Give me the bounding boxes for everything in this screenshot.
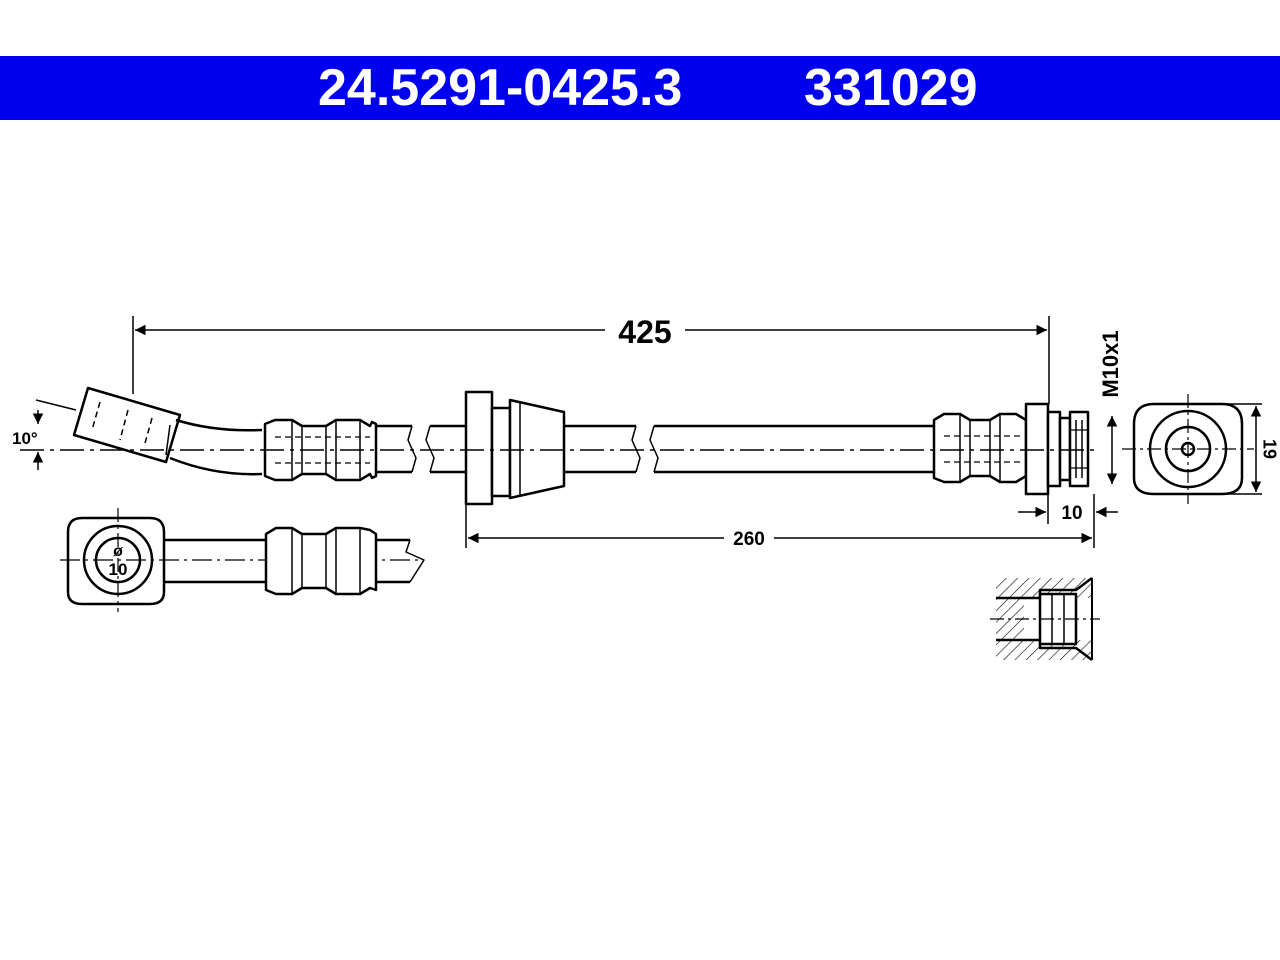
article-code: 331029: [804, 59, 978, 117]
right-crimp-sleeve: [932, 412, 1028, 484]
bore-symbol: ø: [113, 543, 123, 560]
angled-end-fitting: [72, 386, 263, 476]
total-length-label: 425: [618, 314, 671, 350]
hose-segment-middle: [564, 424, 936, 474]
eye-fitting-top-view: [60, 508, 425, 612]
title-banner: 24.5291-0425.3 331029: [0, 56, 1280, 120]
bore-diameter-label: 10: [109, 560, 128, 579]
part-number: 24.5291-0425.3: [318, 59, 683, 117]
bend-angle-label: 10°: [12, 429, 38, 448]
thread-size-label: M10x1: [1098, 330, 1123, 397]
thread-length-label: 10: [1061, 503, 1082, 524]
hose-grommet: [464, 390, 566, 506]
hose-segment-left: [376, 424, 466, 474]
fitting-width-label: 19: [1259, 439, 1279, 459]
male-thread-fitting: [1024, 402, 1090, 496]
partial-length-label: 260: [733, 529, 765, 550]
thread-port-section-detail: [990, 577, 1100, 661]
male-fitting-end-view: [1122, 394, 1254, 504]
